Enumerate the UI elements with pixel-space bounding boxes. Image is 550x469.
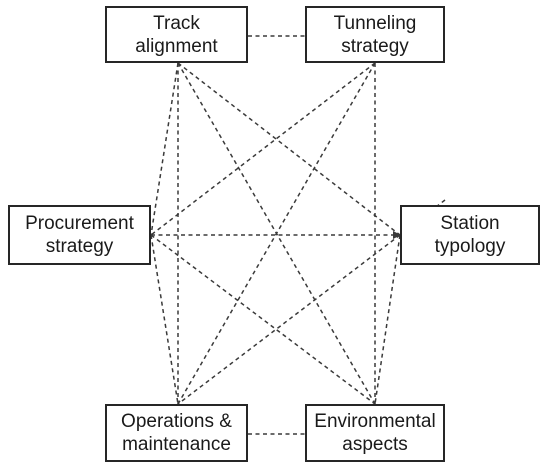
procurement-strategy-box: Procurement strategy — [8, 205, 151, 265]
edge-station-ops — [177, 234, 401, 405]
station-typology-label: Station typology — [434, 213, 506, 257]
tunneling-strategy-label: Tunneling strategy — [333, 12, 417, 57]
edge-station-env — [374, 234, 401, 405]
edge-procure-env — [150, 234, 376, 405]
edge-procure-ops — [150, 234, 179, 405]
track-alignment-box: Track alignment — [105, 6, 248, 63]
edge-track-station — [177, 62, 401, 236]
track-alignment-label: Track alignment — [135, 12, 218, 57]
environmental-aspects-label: Environmental aspects — [314, 411, 436, 455]
operations-maintenance-box: Operations & maintenance — [105, 404, 248, 462]
edge-tunnel-procure — [150, 62, 376, 236]
tunneling-strategy-box: Tunneling strategy — [305, 6, 445, 63]
station-typology-box: Station typology — [400, 205, 540, 265]
operations-maintenance-label: Operations & maintenance — [121, 411, 232, 455]
environmental-aspects-box: Environmental aspects — [305, 404, 445, 462]
procurement-strategy-label: Procurement strategy — [25, 213, 134, 257]
edge-track-procure — [150, 62, 179, 236]
